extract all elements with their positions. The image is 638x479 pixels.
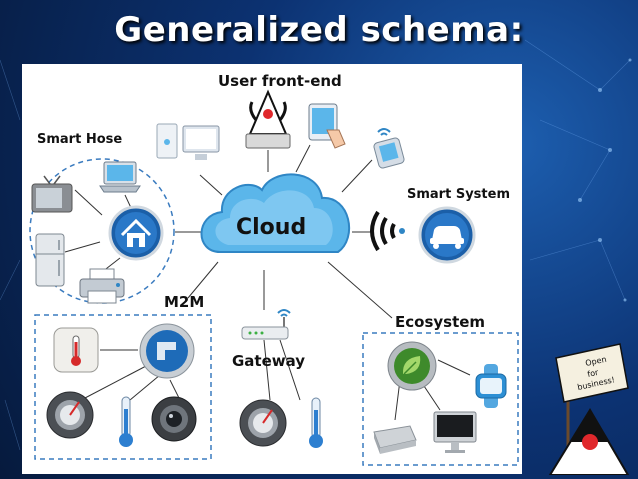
car-icon: [418, 206, 476, 264]
leaf-icon: [387, 341, 437, 391]
svg-text:for: for: [587, 368, 600, 379]
cloud-shape: [200, 173, 351, 253]
duke-sign-mascot-icon: Open for business!: [548, 343, 630, 475]
slide-title: Generalized schema:: [114, 10, 524, 50]
camera-icon: [151, 396, 197, 442]
laptop-icon: [99, 161, 141, 193]
desktop-computer-icon: [156, 123, 220, 160]
svg-text:Open: Open: [585, 355, 608, 368]
cloud-label: Cloud: [236, 215, 307, 240]
m2m-app-icon: [139, 323, 195, 379]
m2m-group-border: [34, 314, 212, 460]
duke-mascot-icon: [245, 89, 291, 149]
home-icon: [108, 205, 164, 261]
m2m-label: M2M: [164, 293, 205, 311]
dial-gauge-icon: [239, 399, 287, 447]
smart-hose-label: Smart Hose: [37, 132, 123, 147]
tablet-touch-icon: [308, 103, 346, 149]
fridge-icon: [35, 233, 65, 287]
router-icon: [241, 309, 291, 340]
imac-icon: [433, 411, 477, 453]
user-frontend-label: User front-end: [218, 72, 342, 90]
ecosystem-label: Ecosystem: [395, 313, 486, 331]
thermometer-icon: [53, 327, 99, 373]
wifi-signal-icon: [370, 210, 405, 252]
thermometer-icon: [119, 396, 133, 447]
dial-gauge-icon: [46, 391, 94, 439]
printer-icon: [79, 268, 125, 304]
ecosystem-group-border: [362, 332, 519, 466]
phone-wifi-icon: [373, 128, 405, 169]
thermometer-icon: [309, 397, 323, 448]
watch-icon: [475, 364, 507, 408]
smart-system-label: Smart System: [407, 187, 510, 202]
tv-icon: [31, 175, 73, 213]
gateway-label: Gateway: [232, 352, 306, 370]
mac-mini-icon: [373, 425, 417, 454]
